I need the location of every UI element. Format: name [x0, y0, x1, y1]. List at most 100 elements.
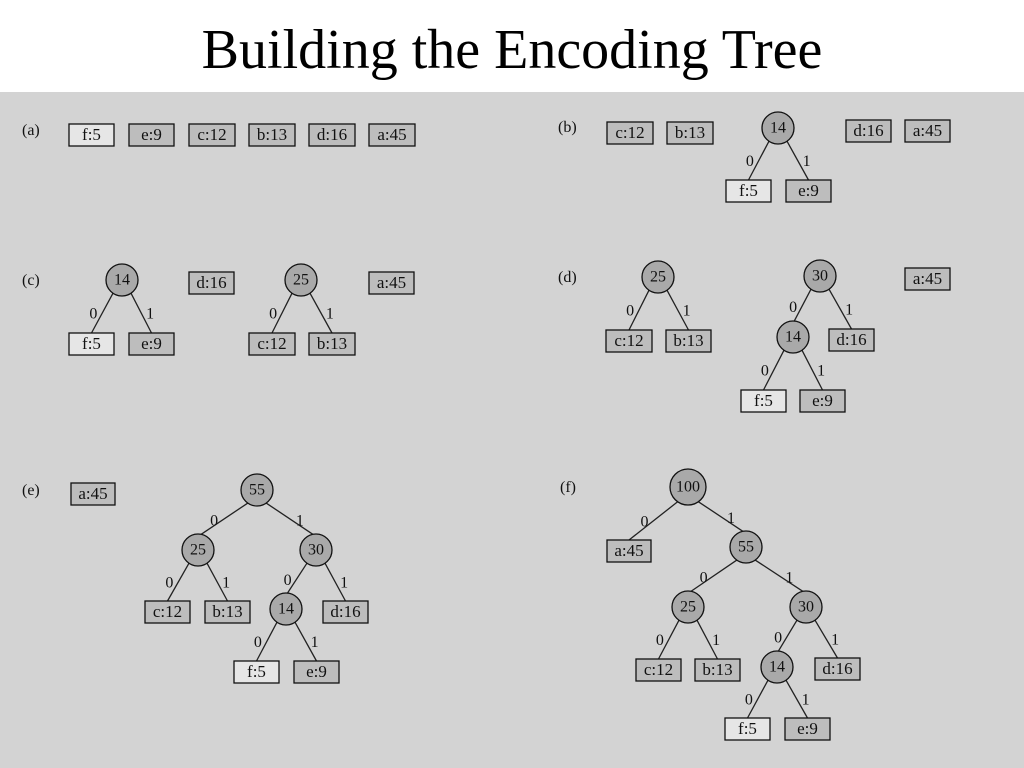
edge-d_n14-d_e [801, 349, 824, 391]
edge-label: 1 [831, 632, 839, 649]
edge-label: 0 [789, 299, 797, 316]
panel-label: (e) [22, 482, 40, 499]
leaf-label: a:45 [614, 541, 643, 560]
edge-label: 0 [745, 692, 753, 709]
node-label: 25 [190, 542, 206, 559]
edge-label: 0 [641, 513, 649, 530]
edge-label: 0 [89, 306, 97, 323]
internal-node [641, 260, 675, 294]
leaf-box [814, 657, 861, 681]
edge-f_n55-f_n30 [754, 559, 807, 594]
leaf-box [694, 658, 741, 682]
internal-node [789, 590, 823, 624]
edge-c_n14-c_f [90, 292, 114, 334]
edge-label: 1 [326, 306, 334, 323]
internal-node [240, 473, 274, 507]
leaf-label: c:12 [644, 660, 673, 679]
leaf-label: a:45 [913, 269, 942, 288]
leaf-label: a:45 [377, 125, 406, 144]
node-label: 25 [680, 599, 696, 616]
edge-e_n30-e_n14 [285, 562, 308, 596]
panel-label: (a) [22, 122, 40, 139]
leaf-box [606, 121, 654, 145]
node-label: 55 [249, 482, 265, 499]
internal-node [671, 590, 705, 624]
edge-label: 0 [774, 629, 782, 646]
leaf-box [144, 600, 191, 624]
internal-node [803, 259, 837, 293]
leaf-box [70, 482, 116, 506]
leaf-label: d:16 [330, 602, 360, 621]
edge-f_n25-f_c [657, 619, 680, 660]
node-label: 14 [278, 601, 294, 618]
leaf-box [68, 332, 115, 356]
node-label: 30 [308, 542, 324, 559]
leaf-box [233, 660, 280, 684]
leaf-label: f:5 [754, 391, 773, 410]
edge-e_n30-e_d [324, 562, 347, 602]
leaf-label: b:13 [702, 660, 732, 679]
edge-e_n55-e_n25 [197, 502, 249, 537]
edge-d_n25-d_c [628, 289, 650, 331]
node-label: 100 [676, 479, 700, 496]
edge-e_n55-e_n30 [265, 502, 317, 537]
edge-b_n14-b_f [747, 140, 770, 181]
slide-title: Building the Encoding Tree [201, 19, 823, 81]
leaf-box [322, 600, 369, 624]
leaf-box [308, 123, 356, 147]
leaf-label: e:9 [306, 662, 327, 681]
edge-e_n14-e_f [255, 621, 278, 662]
leaf-label: b:13 [317, 334, 347, 353]
internal-node [284, 263, 318, 297]
edge-f_n30-f_d [814, 619, 839, 659]
leaf-box [293, 660, 340, 684]
leaf-label: d:16 [853, 121, 883, 140]
edge-e_n25-e_b [206, 562, 229, 602]
leaf-label: b:13 [257, 125, 287, 144]
leaf-box [128, 332, 175, 356]
leaf-label: e:9 [797, 719, 818, 738]
leaf-label: a:45 [913, 121, 942, 140]
edge-label: 0 [700, 569, 708, 586]
leaf-label: c:12 [197, 125, 226, 144]
leaf-box [845, 119, 892, 143]
leaf-box [635, 658, 682, 682]
leaf-box [904, 119, 951, 143]
edge-d_n30-d_n14 [792, 288, 812, 324]
node-label: 14 [769, 659, 785, 676]
edge-label: 0 [165, 575, 173, 592]
leaf-label: d:16 [822, 659, 852, 678]
edge-c_n14-c_e [130, 292, 153, 334]
internal-node [181, 533, 215, 567]
edge-label: 1 [817, 363, 825, 380]
edge-e_n25-e_c [166, 562, 190, 602]
internal-node [776, 320, 810, 354]
leaf-box [904, 267, 951, 291]
edge-f_n14-f_f [746, 679, 769, 719]
leaf-box [724, 717, 771, 741]
leaf-label: f:5 [82, 125, 101, 144]
panel-label: (d) [558, 269, 577, 286]
node-label: 14 [770, 120, 786, 137]
node-label: 14 [785, 329, 801, 346]
leaf-label: d:16 [196, 273, 226, 292]
edge-b_n14-b_e [786, 140, 810, 181]
internal-node [760, 650, 794, 684]
leaf-box [666, 121, 714, 145]
edge-label: 1 [803, 153, 811, 170]
internal-node [269, 592, 303, 626]
leaf-label: d:16 [836, 330, 866, 349]
edge-d_n14-d_f [762, 349, 785, 391]
leaf-label: b:13 [673, 331, 703, 350]
node-label: 25 [293, 272, 309, 289]
leaf-label: e:9 [798, 181, 819, 200]
leaf-label: b:13 [212, 602, 242, 621]
edge-f_n55-f_n25 [687, 559, 738, 594]
leaf-box [308, 332, 356, 356]
edge-c_n25-c_b [309, 292, 333, 334]
